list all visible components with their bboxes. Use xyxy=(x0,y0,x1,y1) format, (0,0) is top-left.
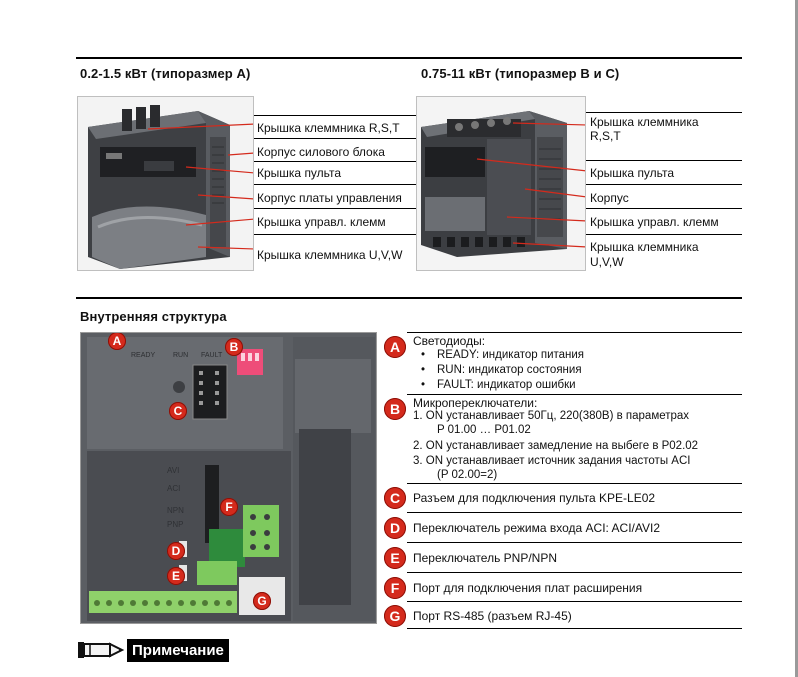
legend-g-text: Порт RS-485 (разъем RJ-45) xyxy=(413,609,572,623)
legend-a-bullet-2: • xyxy=(421,364,425,377)
size-bc-line-5 xyxy=(586,234,742,235)
legend-badge-b: B xyxy=(384,398,406,420)
legend-badge-d: D xyxy=(384,517,406,539)
size-bc-label-housing: Корпус xyxy=(590,191,629,205)
legend-f-text: Порт для подключения плат расширения xyxy=(413,581,642,595)
size-bc-line-2 xyxy=(586,160,742,161)
drive-size-a-photo xyxy=(77,96,254,271)
size-bc-title: 0.75-11 кВт (типоразмер B и C) xyxy=(421,66,619,81)
size-bc-label-rst-1: Крышка клеммника xyxy=(590,115,699,129)
switch-label-aci: ACI xyxy=(167,484,180,493)
drive-size-bc-photo xyxy=(416,96,586,271)
size-bc-line-4 xyxy=(586,208,742,209)
legend-line-a xyxy=(407,394,742,395)
size-a-line-6 xyxy=(254,234,416,235)
pencil-note-icon xyxy=(78,640,126,660)
board-badge-e: E xyxy=(167,567,185,585)
size-a-line-4 xyxy=(254,184,416,185)
legend-a-item-1: READY: индикатор питания xyxy=(437,349,584,362)
size-a-line-5 xyxy=(254,208,416,209)
legend-b-item-1: 1. ON устанавливает 50Гц, 220(380В) в па… xyxy=(413,410,689,423)
board-badge-a: A xyxy=(108,332,126,350)
size-a-label-uvw: Крышка клеммника U,V,W xyxy=(257,248,402,262)
legend-a-title: Светодиоды: xyxy=(413,334,485,348)
note-heading: Примечание xyxy=(127,639,229,662)
legend-badge-e: E xyxy=(384,547,406,569)
legend-line-f xyxy=(407,601,742,602)
size-a-label-keypad: Крышка пульта xyxy=(257,166,341,180)
board-badge-g: G xyxy=(253,592,271,610)
legend-a-item-2: RUN: индикатор состояния xyxy=(437,364,582,377)
internal-rule xyxy=(76,297,742,299)
size-a-label-control-cover: Крышка управл. клемм xyxy=(257,215,386,229)
legend-line-d xyxy=(407,542,742,543)
top-rule xyxy=(76,57,742,59)
legend-b-item-1-cont: P 01.00 … P01.02 xyxy=(437,424,531,437)
size-a-line-2 xyxy=(254,138,416,139)
legend-b-title: Микропереключатели: xyxy=(413,396,537,410)
board-badge-b: B xyxy=(225,338,243,356)
size-a-line-1 xyxy=(254,115,416,116)
size-a-line-3 xyxy=(254,161,416,162)
size-a-label-rst: Крышка клеммника R,S,T xyxy=(257,121,400,135)
size-a-label-control-housing: Корпус платы управления xyxy=(257,191,402,205)
size-bc-label-rst-2: R,S,T xyxy=(590,129,621,143)
size-bc-label-uvw-2: U,V,W xyxy=(590,255,624,269)
led-label-run: RUN xyxy=(173,352,188,359)
legend-c-text: Разъем для подключения пульта KPE-LE02 xyxy=(413,491,655,505)
legend-line-b xyxy=(407,483,742,484)
board-badge-f: F xyxy=(220,498,238,516)
legend-a-bullet-3: • xyxy=(421,379,425,392)
legend-b-item-3: 3. ON устанавливает источник задания час… xyxy=(413,455,690,468)
legend-b-item-2: 2. ON устанавливает замедление на выбеге… xyxy=(413,440,698,453)
switch-label-avi: AVI xyxy=(167,466,179,475)
board-badge-c: C xyxy=(169,402,187,420)
legend-e-text: Переключатель PNP/NPN xyxy=(413,551,557,565)
legend-line-top xyxy=(407,332,742,333)
size-bc-label-control: Крышка управл. клемм xyxy=(590,215,719,229)
size-a-label-power: Корпус силового блока xyxy=(257,145,385,159)
internal-title: Внутренняя структура xyxy=(80,309,227,324)
board-photo: READY RUN FAULT AVI ACI NPN PNP xyxy=(80,332,377,624)
legend-d-text: Переключатель режима входа ACI: ACI/AVI2 xyxy=(413,521,660,535)
led-label-fault: FAULT xyxy=(201,352,223,359)
legend-badge-f: F xyxy=(384,577,406,599)
legend-badge-c: C xyxy=(384,487,406,509)
switch-label-pnp: PNP xyxy=(167,520,183,529)
board-badge-d: D xyxy=(167,542,185,560)
legend-b-item-3-cont: (P 02.00=2) xyxy=(437,469,497,482)
legend-line-g xyxy=(407,628,742,629)
legend-line-e xyxy=(407,572,742,573)
legend-a-bullet-1: • xyxy=(421,349,425,362)
size-bc-label-keypad: Крышка пульта xyxy=(590,166,674,180)
legend-badge-a: A xyxy=(384,336,406,358)
size-bc-label-uvw-1: Крышка клеммника xyxy=(590,240,699,254)
legend-line-c xyxy=(407,512,742,513)
size-bc-line-1 xyxy=(586,112,742,113)
legend-a-item-3: FAULT: индикатор ошибки xyxy=(437,379,576,392)
legend-badge-g: G xyxy=(384,605,406,627)
led-label-ready: READY xyxy=(131,352,155,359)
switch-label-npn: NPN xyxy=(167,506,184,515)
size-a-title: 0.2-1.5 кВт (типоразмер A) xyxy=(80,66,250,81)
size-bc-line-3 xyxy=(586,184,742,185)
